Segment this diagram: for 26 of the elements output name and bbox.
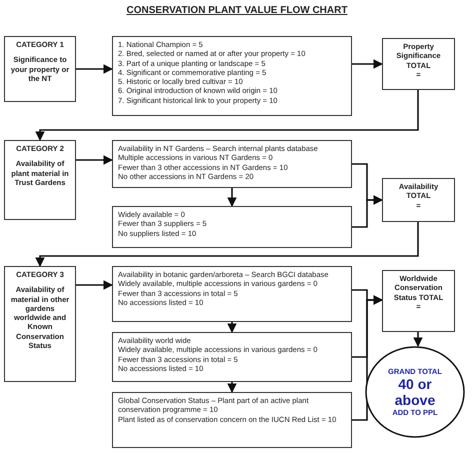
criteria-box bbox=[112, 36, 352, 116]
category-box bbox=[4, 140, 76, 220]
category-box bbox=[4, 36, 76, 102]
arrow bbox=[352, 295, 383, 421]
arrow bbox=[227, 188, 237, 207]
chart-title: CONSERVATION PLANT VALUE FLOW CHART bbox=[126, 5, 348, 16]
arrow bbox=[76, 280, 113, 290]
arrow bbox=[76, 64, 113, 74]
criteria-box bbox=[112, 140, 352, 188]
arrow bbox=[352, 59, 383, 69]
arrow bbox=[227, 382, 237, 393]
total-box bbox=[382, 38, 455, 90]
criteria-box bbox=[112, 266, 352, 322]
arrow bbox=[413, 332, 423, 347]
criteria-box bbox=[112, 392, 352, 448]
arrow bbox=[76, 155, 113, 165]
total-box bbox=[382, 178, 455, 222]
arrow bbox=[35, 90, 419, 141]
arrow bbox=[35, 222, 419, 267]
arrow bbox=[227, 322, 237, 333]
arrow bbox=[352, 195, 383, 228]
category-box bbox=[4, 266, 76, 382]
box-text: 40 or above bbox=[394, 376, 436, 408]
criteria-box bbox=[112, 332, 352, 382]
total-box bbox=[382, 270, 455, 332]
criteria-box bbox=[112, 206, 352, 248]
